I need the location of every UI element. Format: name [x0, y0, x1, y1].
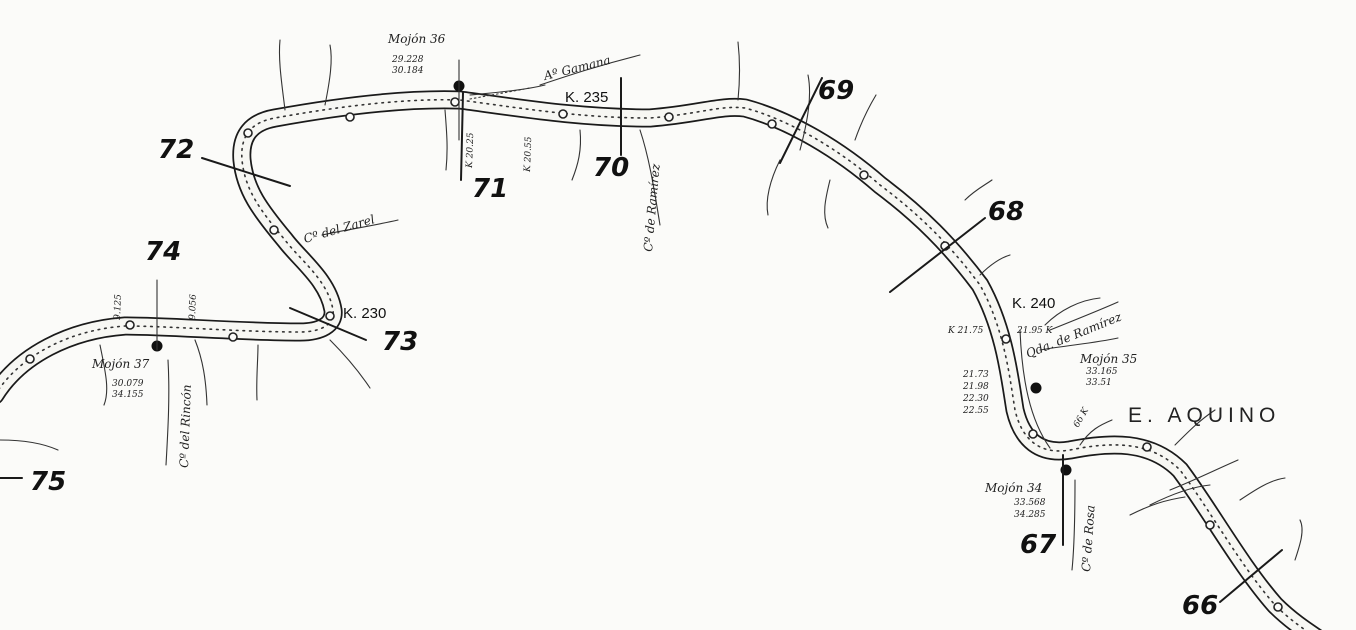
km-marker-69: 69 [818, 76, 854, 106]
stream-label-zarel: Cº del Zarel [302, 212, 376, 246]
km-ticks [0, 77, 1283, 603]
mojon-37-value-2: 34.155 [112, 390, 144, 400]
annotation-2230: 22.30 [962, 394, 989, 404]
km-marker-70: 70 [593, 153, 629, 183]
annotation-2173: 21.73 [962, 370, 989, 380]
km-marker-75: 75 [30, 467, 66, 497]
mojon-labels: Mojón 37 30.079 34.155 Mojón 36 29.228 3… [91, 32, 1137, 520]
km-labels: K. 230 K. 235 K. 240 [343, 89, 1055, 322]
annotation-2195: 21.95 K [1016, 326, 1054, 336]
track-posts [25, 97, 1283, 612]
stream-labels: Cº del Rincón Cº del Zarel Aº Gamana Cº … [177, 53, 1124, 572]
km-marker-67: 67 [1020, 530, 1057, 560]
annotation-9056: 9.056 [188, 294, 199, 320]
km-marker-74: 74 [145, 237, 181, 267]
annotation-k2025: K 20.25 [465, 132, 476, 169]
annotation-k2175: K 21.75 [947, 326, 984, 336]
mojon-36-value-1: 29.228 [391, 55, 424, 65]
mojon-leaders [156, 59, 460, 351]
km-marker-72: 72 [158, 135, 194, 165]
mojon-35-value-1: 33.165 [1086, 367, 1118, 377]
mojon-36-value-2: 30.184 [392, 66, 424, 76]
mojon-34-value-1: 33.568 [1014, 498, 1046, 508]
stream-label-rosa: Cº de Rosa [1079, 505, 1098, 573]
km-label-235: K. 235 [565, 89, 608, 106]
mojon-markers [151, 80, 1072, 476]
annotation-9125: 9.125 [113, 294, 124, 320]
mojon-36-label: Mojón 36 [387, 32, 446, 46]
railway-track [0, 84, 1323, 630]
mojon-37-label: Mojón 37 [91, 357, 150, 371]
mojon-35-label: Mojón 35 [1079, 352, 1137, 366]
annotation-2255: 22.55 [962, 406, 989, 416]
km-marker-71: 71 [472, 174, 508, 204]
stream-label-ramirez: Cº de Ramírez [641, 163, 663, 253]
km-label-240: K. 240 [1012, 295, 1055, 312]
mojon-35-value-2: 33.51 [1086, 378, 1112, 388]
mojon-37-value-1: 30.079 [112, 379, 144, 389]
mojon-34-label: Mojón 34 [984, 481, 1042, 495]
km-marker-66: 66 [1182, 591, 1218, 621]
streams [0, 39, 1303, 571]
annotation-k2055: K 20.55 [523, 136, 534, 173]
km-marker-68: 68 [988, 197, 1024, 227]
annotation-66k: 66 K [1072, 405, 1092, 429]
annotation-2198: 21.98 [962, 382, 989, 392]
station-label-aquino: E. AQUINO [1128, 404, 1280, 427]
stream-label-rincon: Cº del Rincón [177, 384, 194, 468]
mojon-34-value-2: 34.285 [1014, 510, 1046, 520]
km-label-230: K. 230 [343, 305, 386, 322]
km-markers: 75 74 73 72 71 70 69 68 67 66 [30, 76, 1218, 621]
stream-label-gamana: Aº Gamana [541, 53, 612, 83]
km-marker-73: 73 [382, 327, 418, 357]
